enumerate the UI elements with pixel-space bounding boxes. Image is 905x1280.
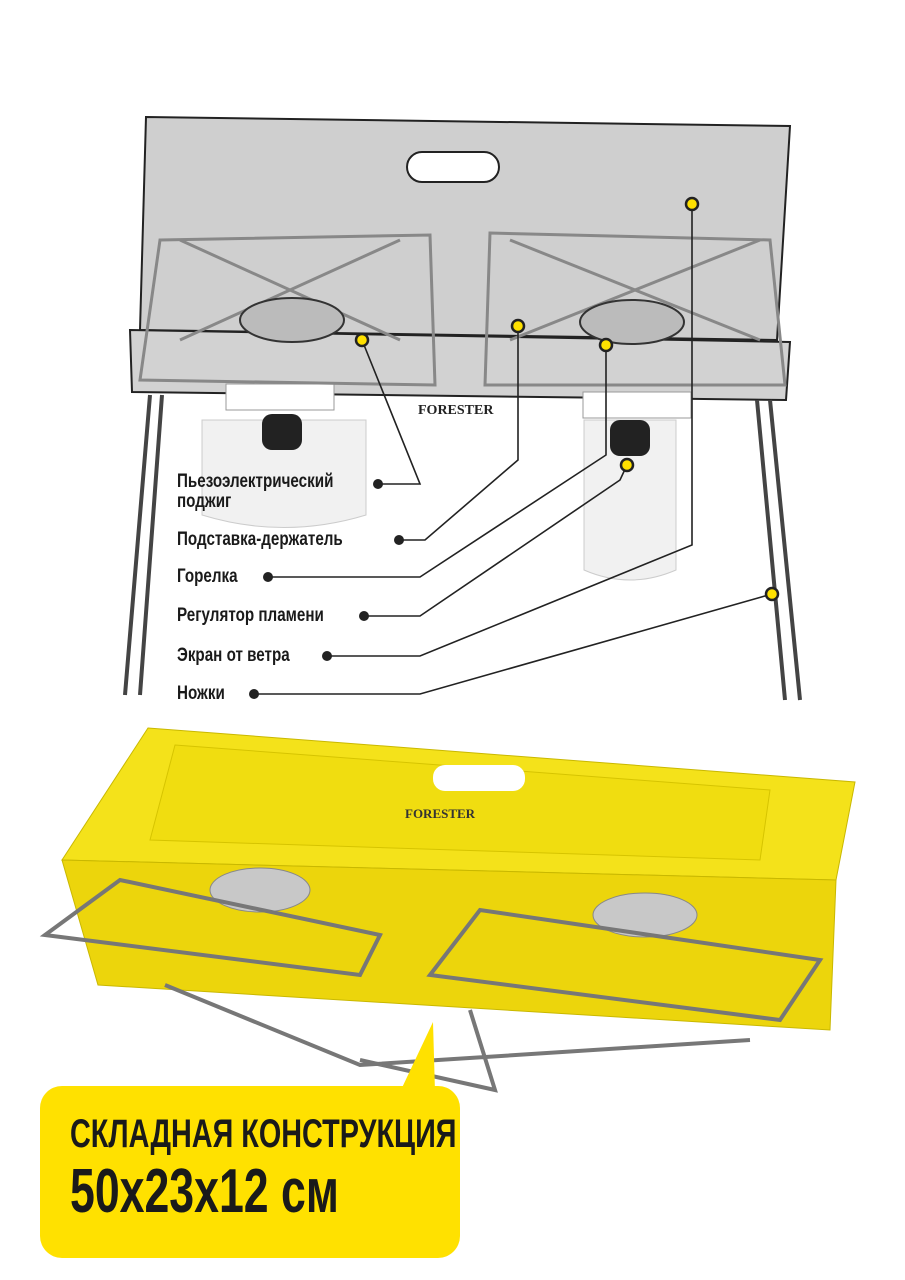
regulator-knob-left [262, 414, 302, 450]
label-windscreen: Экран от ветра [177, 645, 290, 666]
label-piezo-ignition: Пьезоэлектрический поджиг [177, 472, 333, 512]
burner-left [239, 297, 345, 343]
label-regulator: Регулятор пламени [177, 605, 324, 626]
callout-title: СКЛАДНАЯ КОНСТРУКЦИЯ [70, 1112, 457, 1156]
handle-hole [406, 151, 500, 183]
label-burner: Горелка [177, 566, 238, 587]
callout-markers [354, 196, 780, 602]
callout-dimensions: 50x23x12 см [70, 1157, 339, 1226]
folding-callout-box [40, 1086, 460, 1258]
label-piezo-line2: поджиг [177, 491, 232, 512]
svg-text:FORESTER: FORESTER [418, 403, 494, 418]
label-legs: Ножки [177, 683, 225, 704]
gas-cylinder-left [201, 419, 367, 528]
regulator-knob-right [610, 420, 650, 456]
burner-right [579, 299, 685, 345]
label-piezo-line1: Пьезоэлектрический [177, 471, 334, 492]
svg-text:FORESTER: FORESTER [405, 806, 476, 821]
gas-cylinder-right [583, 419, 677, 581]
label-stand: Подставка-держатель [177, 529, 343, 550]
